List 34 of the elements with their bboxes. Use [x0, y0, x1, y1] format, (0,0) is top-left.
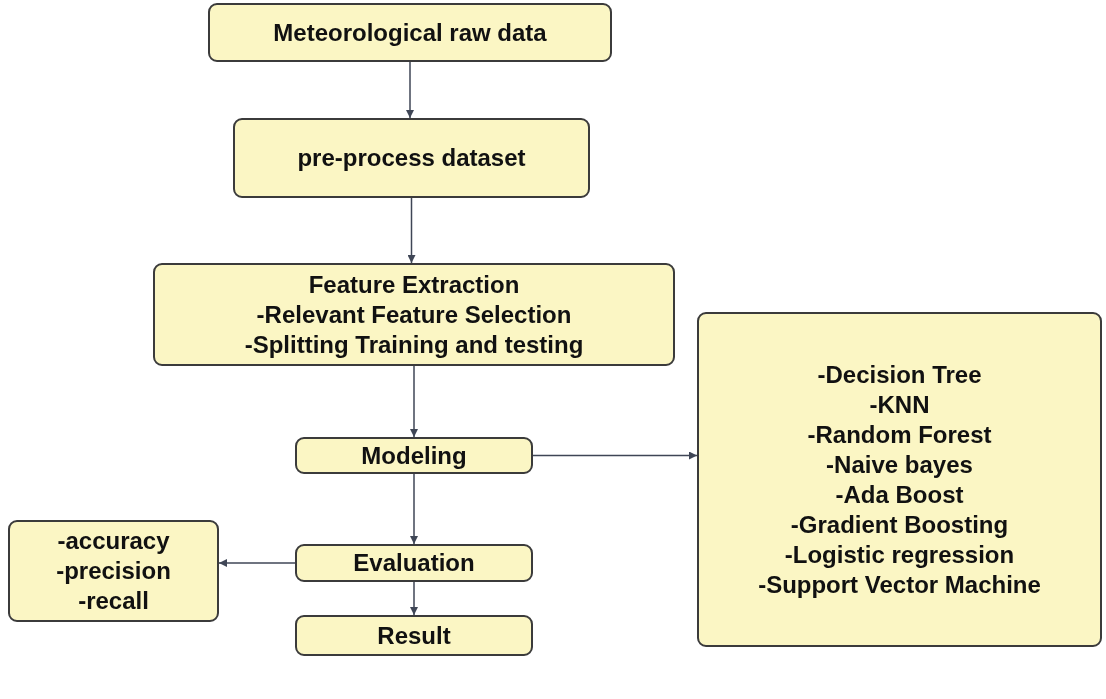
box-text: Result — [377, 620, 451, 651]
box-text: -Relevant Feature Selection — [256, 299, 572, 330]
arrow — [218, 559, 296, 567]
box-text: -Splitting Training and testing — [244, 329, 584, 360]
arrow — [532, 451, 698, 460]
box-text: -Support Vector Machine — [758, 569, 1041, 600]
arrow — [410, 473, 418, 545]
process-box — [8, 520, 219, 622]
box-text: Evaluation — [353, 548, 475, 578]
box-text: -recall — [78, 586, 149, 616]
box-text: -Decision Tree — [817, 359, 982, 390]
process-box — [233, 118, 590, 198]
box-text: -Logistic regression — [784, 539, 1015, 570]
box-text: Feature Extraction — [308, 269, 520, 300]
arrow — [410, 581, 418, 616]
process-box — [295, 544, 533, 582]
box-text: -precision — [56, 556, 171, 586]
process-box — [295, 615, 533, 656]
process-box — [697, 312, 1102, 647]
box-text: -accuracy — [57, 526, 170, 556]
box-text: -KNN — [869, 389, 930, 420]
arrow — [406, 61, 414, 119]
box-text: -Gradient Boosting — [790, 509, 1009, 540]
box-text: -Random Forest — [807, 419, 992, 450]
box-text: -Ada Boost — [835, 479, 964, 510]
process-box — [153, 263, 675, 366]
box-text: -Naive bayes — [826, 449, 973, 480]
box-text: pre-process dataset — [297, 143, 526, 173]
process-box — [208, 3, 612, 62]
process-box — [295, 437, 533, 474]
arrow — [410, 365, 418, 438]
box-text: Meteorological raw data — [273, 17, 547, 48]
arrow — [407, 197, 416, 264]
box-text: Modeling — [361, 440, 467, 471]
